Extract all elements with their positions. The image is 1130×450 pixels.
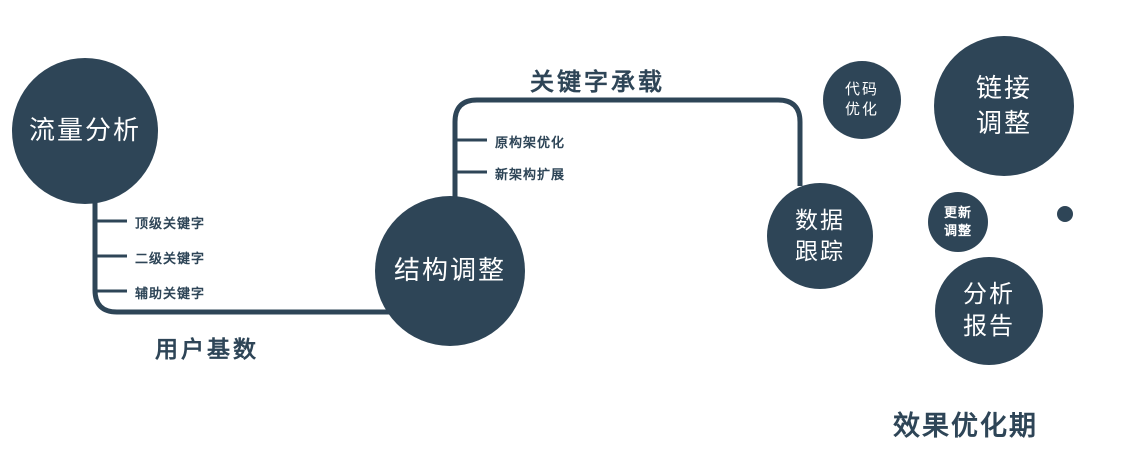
keyword-top-level: 顶级关键字 — [135, 216, 206, 231]
keyword-auxiliary: 辅助关键字 — [135, 286, 206, 301]
node-code-optimization: 代码 优化 — [823, 61, 901, 139]
node-code-optimization-label: 代码 优化 — [844, 80, 879, 118]
keyword-second-level: 二级关键字 — [135, 251, 206, 266]
node-link-adjustment-label: 链接 调整 — [975, 72, 1032, 138]
node-data-tracking: 数据 跟踪 — [767, 183, 873, 289]
node-structure-adjustment-label: 结构调整 — [393, 255, 506, 286]
node-analysis-report: 分析 报告 — [935, 257, 1043, 365]
dot-bullet — [1057, 206, 1073, 222]
node-update-adjustment: 更新 调整 — [928, 192, 988, 252]
edge-label-user-base: 用户基数 — [155, 336, 259, 362]
keyword-new-architecture: 新架构扩展 — [495, 167, 566, 182]
node-link-adjustment: 链接 调整 — [934, 36, 1074, 176]
node-traffic-analysis: 流量分析 — [12, 58, 158, 204]
phase-label-effect-optimization: 效果优化期 — [893, 411, 1038, 441]
connector-keyword-bearing — [452, 97, 803, 205]
node-structure-adjustment: 结构调整 — [375, 196, 525, 346]
node-traffic-analysis-label: 流量分析 — [28, 115, 141, 146]
node-data-tracking-label: 数据 跟踪 — [795, 206, 845, 264]
edge-label-keyword-bearing: 关键字承载 — [530, 69, 665, 96]
keyword-original-architecture: 原构架优化 — [495, 135, 566, 150]
node-update-adjustment-label: 更新 调整 — [943, 205, 972, 238]
node-analysis-report-label: 分析 报告 — [963, 280, 1015, 340]
